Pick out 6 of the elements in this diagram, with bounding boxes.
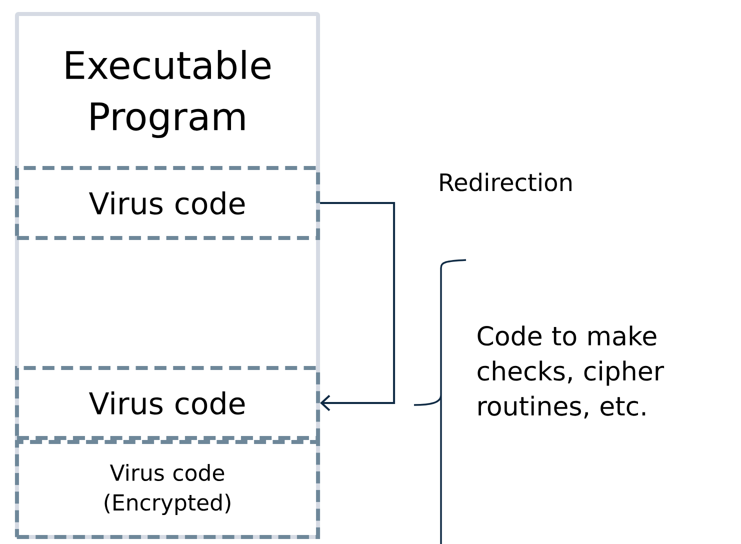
code-box: Virus code — [14, 366, 320, 440]
code-box: Virus code (Encrypted) — [14, 440, 320, 539]
note-text: Code to make checks, cipher routines, etc. — [478, 326, 664, 418]
arrow — [320, 202, 396, 412]
code-box: Virus code — [14, 166, 320, 240]
edge-label: Redirection — [440, 172, 572, 192]
